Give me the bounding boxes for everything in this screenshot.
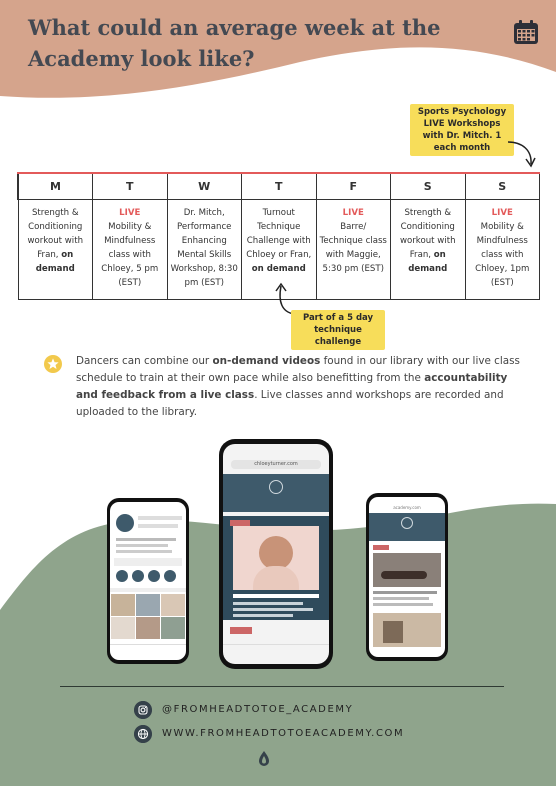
schedule-cell-wednesday: Dr. Mitch, Performance Enhancing Mental …	[166, 198, 242, 300]
schedule-cell-saturday: Strength & Conditioning workout with Fra…	[390, 198, 466, 300]
browser-url-bar: chloeyturner.com	[231, 460, 321, 469]
info-text-2: found in our library with our live class…	[76, 355, 520, 384]
phone-mockup-center: chloeyturner.com	[219, 439, 333, 669]
live-badge: LIVE	[119, 207, 141, 218]
callout-sports-psychology: Sports Psychology LIVE Workshops with Dr…	[410, 104, 514, 156]
info-paragraph: Dancers can combine our on-demand videos…	[76, 353, 526, 421]
academy-logo-icon	[259, 751, 269, 766]
info-text-1: Dancers can combine our	[76, 355, 213, 367]
cell-text: Turnout Technique Challenge with Chloey …	[246, 207, 312, 260]
schedule-cell-sunday: LIVE Mobility & Mindfulness class with Ch…	[464, 198, 540, 300]
cell-bold: on demand	[251, 263, 306, 274]
day-header-tuesday: T	[92, 172, 168, 200]
calendar-icon	[514, 20, 538, 44]
cell-text: Mobility & Mindfulness class with Chloey…	[475, 221, 530, 288]
cell-text: Strength & Conditioning workout with Fra…	[27, 207, 84, 260]
footer-divider	[60, 686, 504, 687]
callout-technique-challenge: Part of a 5 day technique challenge	[291, 310, 385, 350]
website-url: WWW.FROMHEADTOTOEACADEMY.COM	[162, 728, 405, 739]
phone-screen-right: academy.com	[369, 497, 445, 657]
browser-url-bar-right: academy.com	[393, 505, 421, 510]
day-header-friday: F	[315, 172, 391, 200]
day-header-sunday: S	[464, 172, 540, 200]
website-link[interactable]: WWW.FROMHEADTOTOEACADEMY.COM	[134, 725, 434, 743]
globe-icon	[134, 725, 152, 743]
instagram-icon	[134, 701, 152, 719]
arrow-icon-top	[507, 141, 536, 168]
info-text-3: . Live classes annd workshops are record…	[76, 389, 504, 418]
cell-bold: on demand	[408, 249, 448, 274]
cell-text: Mobility & Mindfulness class with Chloey…	[101, 221, 159, 288]
cell-bold: on demand	[35, 249, 75, 274]
cell-text: Strength & Conditioning workout with Fra…	[399, 207, 456, 260]
phone-mockup-left	[107, 498, 189, 664]
instagram-handle: @FROMHEADTOTOE_ACADEMY	[162, 704, 354, 715]
cell-text: Dr. Mitch, Performance Enhancing Mental …	[170, 207, 238, 288]
schedule-cell-tuesday: LIVE Mobility & Mindfulness class with Ch…	[92, 198, 168, 300]
day-header-monday: M	[17, 172, 93, 200]
info-bold-2: accountability and feedback from a live …	[76, 372, 508, 401]
star-icon	[44, 355, 62, 373]
weekly-schedule-table: M T W T F S S Strength & Conditioning wo…	[17, 172, 540, 300]
schedule-cell-friday: LIVE Barre/ Technique class with Maggie, …	[315, 198, 391, 300]
phone-screen-center: chloeyturner.com	[223, 444, 329, 664]
schedule-cell-monday: Strength & Conditioning workout with Fra…	[17, 198, 93, 300]
info-bold-1: on-demand videos	[212, 355, 321, 367]
live-badge: LIVE	[491, 207, 513, 218]
phone-mockup-right: academy.com	[366, 493, 448, 661]
instagram-link[interactable]: @FROMHEADTOTOE_ACADEMY	[134, 701, 434, 719]
day-header-saturday: S	[390, 172, 466, 200]
day-header-wednesday: W	[166, 172, 242, 200]
day-header-thursday: T	[241, 172, 317, 200]
live-badge: LIVE	[342, 207, 364, 218]
header-wave-background	[0, 0, 556, 98]
page-title: What could an average week at the Academ…	[28, 15, 441, 71]
cell-text: Barre/ Technique class with Maggie, 5:30…	[319, 221, 387, 274]
schedule-cell-thursday: Turnout Technique Challenge with Chloey …	[241, 198, 317, 300]
phone-screen-left	[110, 502, 186, 660]
